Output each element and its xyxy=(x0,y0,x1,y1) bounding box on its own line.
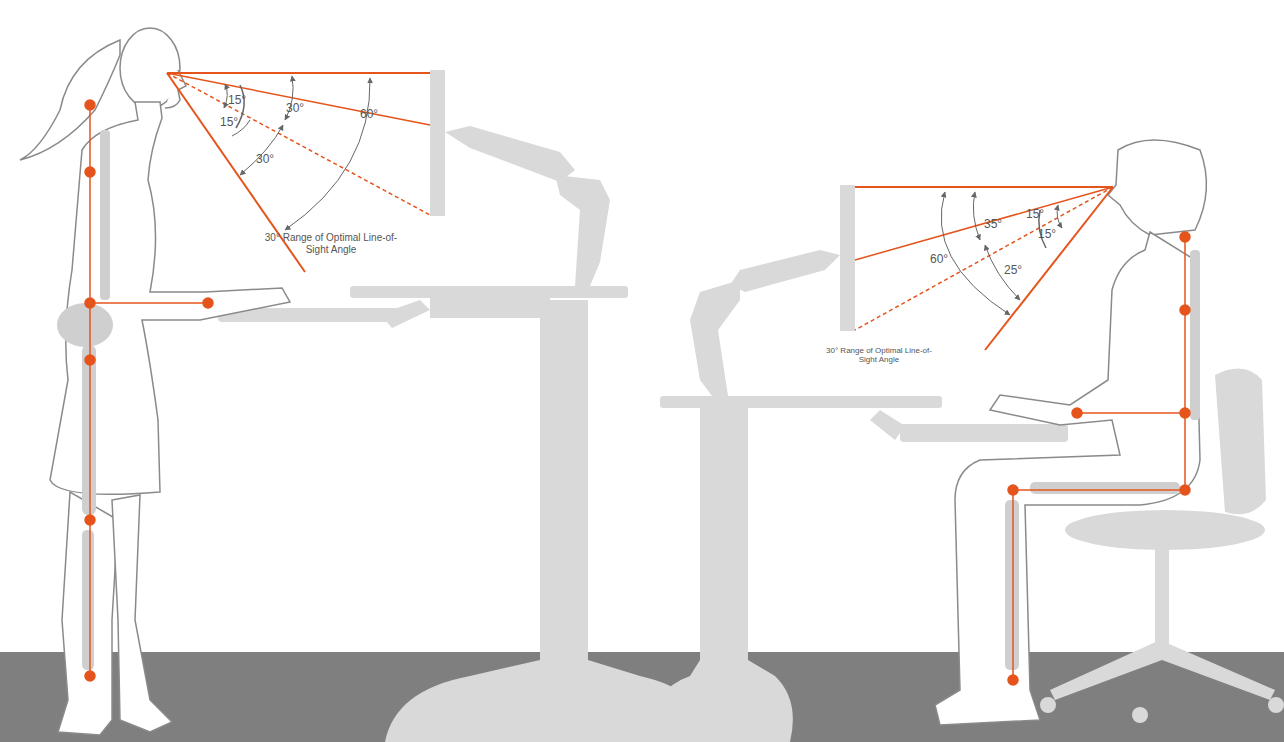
woman-skeleton xyxy=(57,130,113,670)
angle-arcs xyxy=(224,76,1062,315)
standing-woman xyxy=(20,28,290,735)
sitting-man xyxy=(935,140,1206,725)
angle-label: 60° xyxy=(360,108,390,122)
angle-label: 15° xyxy=(220,116,250,130)
sight-lines xyxy=(167,73,1113,350)
angle-label: 60° xyxy=(930,253,960,267)
caption-note: 30° Range of Optimal Line-of-Sight Angle xyxy=(820,346,938,364)
caption-note: 30° Range of Optimal Line-of-Sight Angle xyxy=(262,232,400,255)
man-skeleton xyxy=(1005,250,1200,670)
standing-desk xyxy=(218,70,712,742)
posture-lines xyxy=(85,100,1190,685)
angle-label: 15° xyxy=(1026,208,1056,222)
angle-label: 15° xyxy=(1038,228,1068,242)
angle-label: 30° xyxy=(286,102,316,116)
angle-label: 35° xyxy=(984,218,1014,232)
angle-label: 15° xyxy=(228,94,258,108)
angle-label: 25° xyxy=(1004,264,1034,278)
angle-label: 30° xyxy=(256,153,286,167)
